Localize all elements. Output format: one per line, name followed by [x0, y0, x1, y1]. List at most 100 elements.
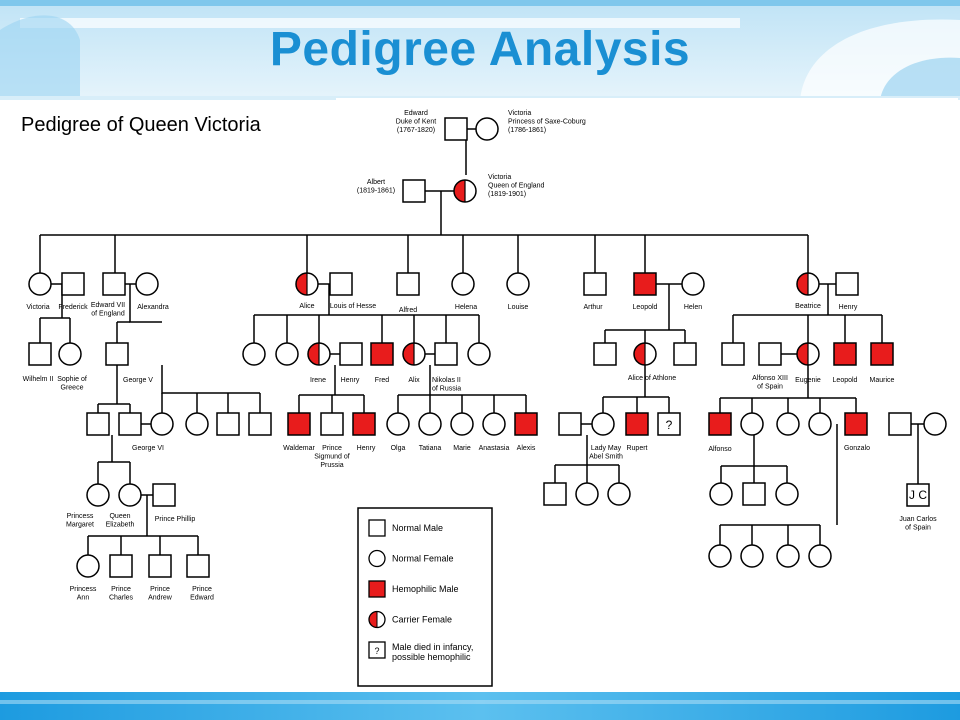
queen-victoria	[453, 179, 477, 203]
child-of-lady-may-3	[607, 482, 631, 506]
alfred-label: Alfred	[399, 307, 417, 314]
princess-ann	[76, 554, 100, 578]
juan-carlos: J C	[906, 483, 930, 507]
eugenie	[796, 342, 820, 366]
legend-label-normal-male: Normal Male	[392, 523, 443, 533]
waldemar-label: Waldemar	[283, 445, 315, 452]
legend-question-mark: ?	[374, 646, 379, 656]
henry-label: Henry	[839, 304, 858, 311]
victoria-daughter	[28, 272, 52, 296]
great-grandchild-3	[776, 544, 800, 568]
prince-phillip	[152, 483, 176, 507]
henry-g4-label: Henry	[357, 445, 376, 452]
slide-subtitle: Pedigree of Queen Victoria	[21, 114, 261, 136]
grandchild-eugenie-3	[775, 482, 799, 506]
philip-label: Prince Phillip	[155, 516, 196, 523]
son-of-beatrice	[721, 342, 745, 366]
jc-mark: J C	[909, 488, 927, 502]
alfonso	[708, 412, 732, 436]
legend-label-carrier-female: Carrier Female	[392, 615, 452, 625]
helen	[681, 272, 705, 296]
leopold-son-label: Leopold	[633, 304, 658, 311]
daughter-of-alice-2	[275, 342, 299, 366]
child-of-lady-may-1	[543, 482, 567, 506]
gonzalo-label: Gonzalo	[844, 445, 870, 452]
helena-label: Helena	[455, 304, 477, 311]
albert	[402, 179, 426, 203]
alix-label: Alix	[408, 377, 420, 384]
alice-label: Alice	[299, 303, 314, 310]
pedigree-lines	[39, 128, 924, 555]
male-died-infancy: ?	[657, 412, 681, 436]
legend-label-hemophilic-male: Hemophilic Male	[392, 584, 459, 594]
henry-g4	[352, 412, 376, 436]
george-vi-label: George VI	[132, 445, 164, 452]
george-v	[105, 342, 129, 366]
alice-athlone-label: Alice of Athlone	[628, 375, 676, 382]
legend-item-carrier-female: Carrier Female	[368, 610, 452, 629]
arthur	[583, 272, 607, 296]
wilhelm-label: Wilhelm II	[23, 376, 54, 383]
edward-duke-of-kent	[444, 117, 468, 141]
child-of-eugenie-2	[776, 412, 800, 436]
helen-label: Helen	[684, 304, 702, 311]
louise	[506, 272, 530, 296]
marie-label: Marie	[453, 445, 471, 452]
frederick-label: Frederick	[58, 304, 88, 311]
legend-item-normal-male: Normal Male	[368, 519, 443, 537]
marie	[450, 412, 474, 436]
tatiana	[418, 412, 442, 436]
victoria-princess-saxe-coburg	[475, 117, 499, 141]
rupert	[625, 412, 649, 436]
child-of-lady-may-2	[575, 482, 599, 506]
question-mark: ?	[666, 418, 673, 432]
child-of-eugenie-3	[808, 412, 832, 436]
fred	[370, 342, 394, 366]
eugenie-label: Eugenie	[795, 377, 821, 384]
grandchild-eugenie-2	[742, 482, 766, 506]
henry-g3-label: Henry	[341, 377, 360, 384]
legend-item-normal-female: Normal Female	[368, 549, 454, 568]
fred-label: Fred	[375, 377, 390, 384]
prince-edward	[186, 554, 210, 578]
arthur-label: Arthur	[583, 304, 603, 311]
pedigree-symbols: ? J C	[28, 117, 947, 578]
alfred	[396, 272, 420, 296]
princess-margaret	[86, 483, 110, 507]
beatrice	[796, 272, 820, 296]
rupert-label: Rupert	[626, 445, 647, 452]
legend-label-normal-female: Normal Female	[392, 554, 454, 564]
alfonso-label: Alfonso	[708, 446, 731, 453]
great-grandchild-1	[708, 544, 732, 568]
sophie-of-greece	[58, 342, 82, 366]
olga-label: Olga	[391, 445, 406, 452]
alice	[295, 272, 319, 296]
gonzalo	[844, 412, 868, 436]
anastasia	[482, 412, 506, 436]
alexandra	[135, 272, 159, 296]
henry-of-prussia	[339, 342, 363, 366]
son-of-leopold	[593, 342, 617, 366]
slide-title: Pedigree Analysis	[269, 23, 691, 76]
george-vi	[118, 412, 142, 436]
alexandra-label: Alexandra	[137, 304, 169, 311]
queen-elizabeth	[118, 483, 142, 507]
child-of-george-v-4	[248, 412, 272, 436]
frederick	[61, 272, 85, 296]
edward-vii	[102, 272, 126, 296]
victoria-daughter-label: Victoria	[26, 304, 49, 311]
